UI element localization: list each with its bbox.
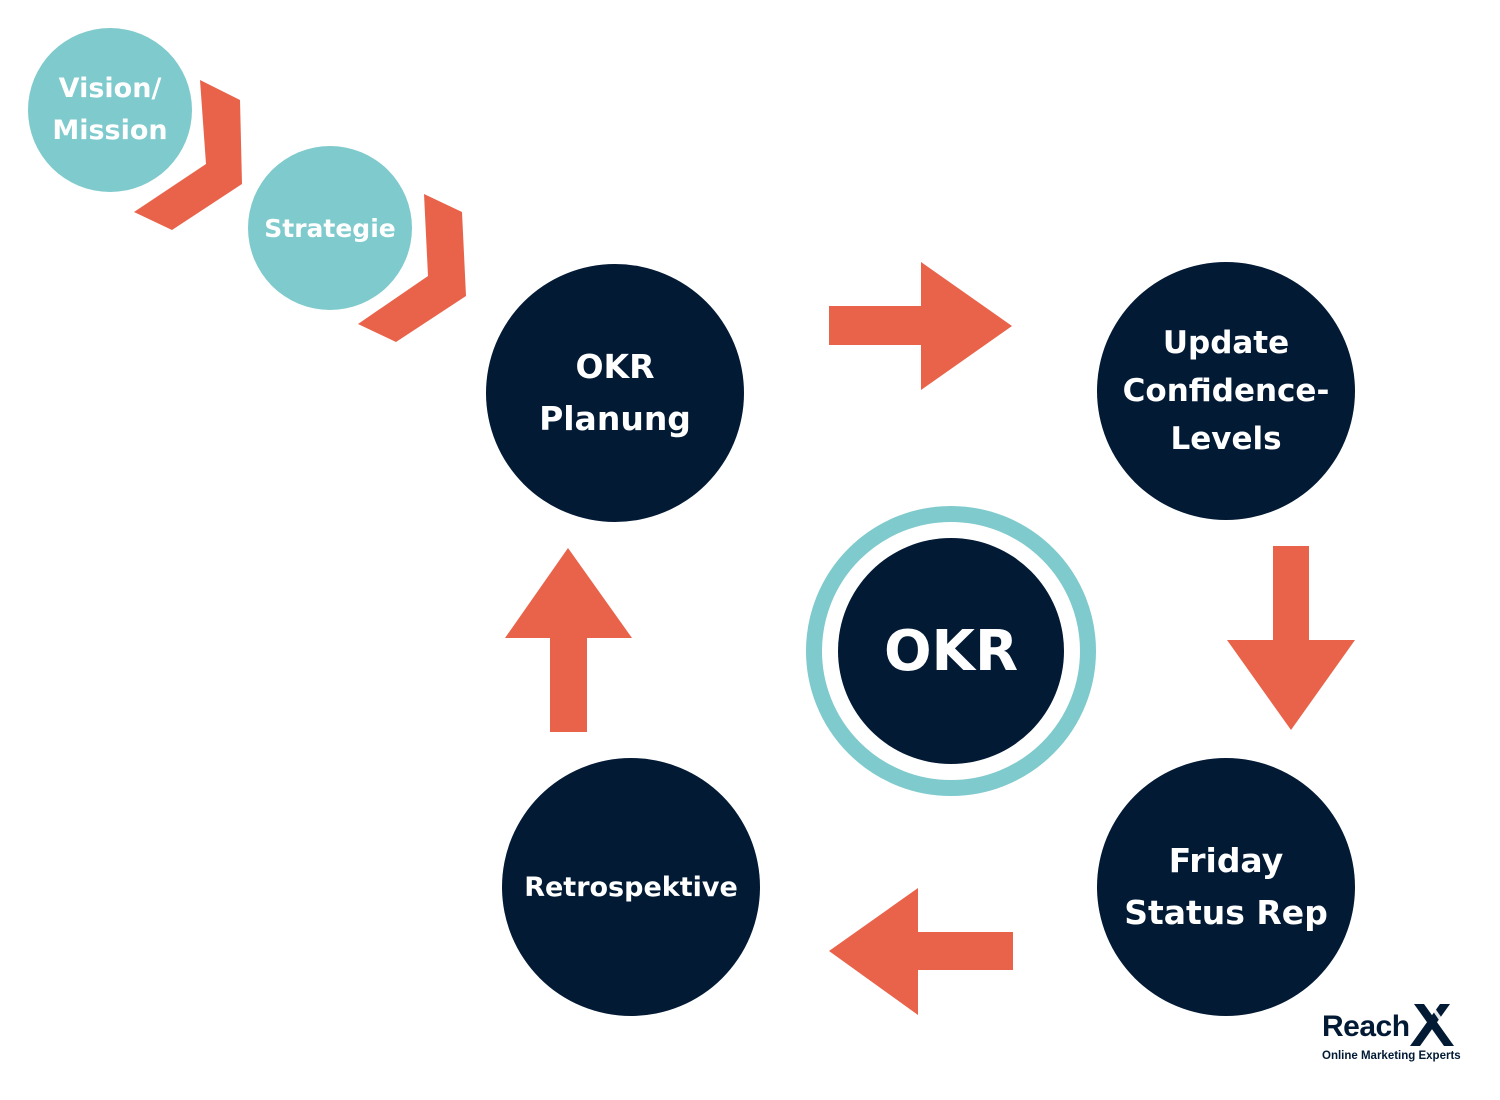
vision-mission-node: Vision/ Mission (28, 28, 192, 192)
arrow-left-icon (829, 888, 1013, 1015)
reachx-logo: Reach Online Marketing Experts (1322, 1002, 1472, 1072)
arrow-up-icon (505, 548, 632, 732)
arrow-down-icon (1227, 546, 1355, 730)
logo-wordmark: Reach (1322, 1010, 1410, 1043)
chevron-right-icon (134, 80, 242, 230)
chevron-right-icon (358, 194, 466, 342)
strategie-node: Strategie (248, 146, 412, 310)
friday-status-label: Friday Status Rep (1124, 841, 1328, 932)
x-logo-icon (1410, 1004, 1456, 1046)
okr-center-node: OKR (838, 538, 1064, 764)
logo-tagline: Online Marketing Experts (1322, 1050, 1461, 1062)
okr-planung-node: OKR Planung (486, 264, 744, 522)
retrospektive-node: Retrospektive (502, 758, 760, 1016)
okr-planung-label: OKR Planung (539, 347, 691, 438)
update-confidence-node: Update Confidence- Levels (1097, 262, 1355, 520)
vision-mission-label: Vision/ Mission (52, 73, 168, 146)
arrow-right-icon (829, 262, 1012, 390)
retrospektive-label: Retrospektive (524, 871, 738, 903)
okr-center-label: OKR (883, 618, 1019, 684)
friday-status-node: Friday Status Rep (1097, 758, 1355, 1016)
update-confidence-label: Update Confidence- Levels (1122, 325, 1330, 457)
strategie-label: Strategie (264, 213, 396, 243)
